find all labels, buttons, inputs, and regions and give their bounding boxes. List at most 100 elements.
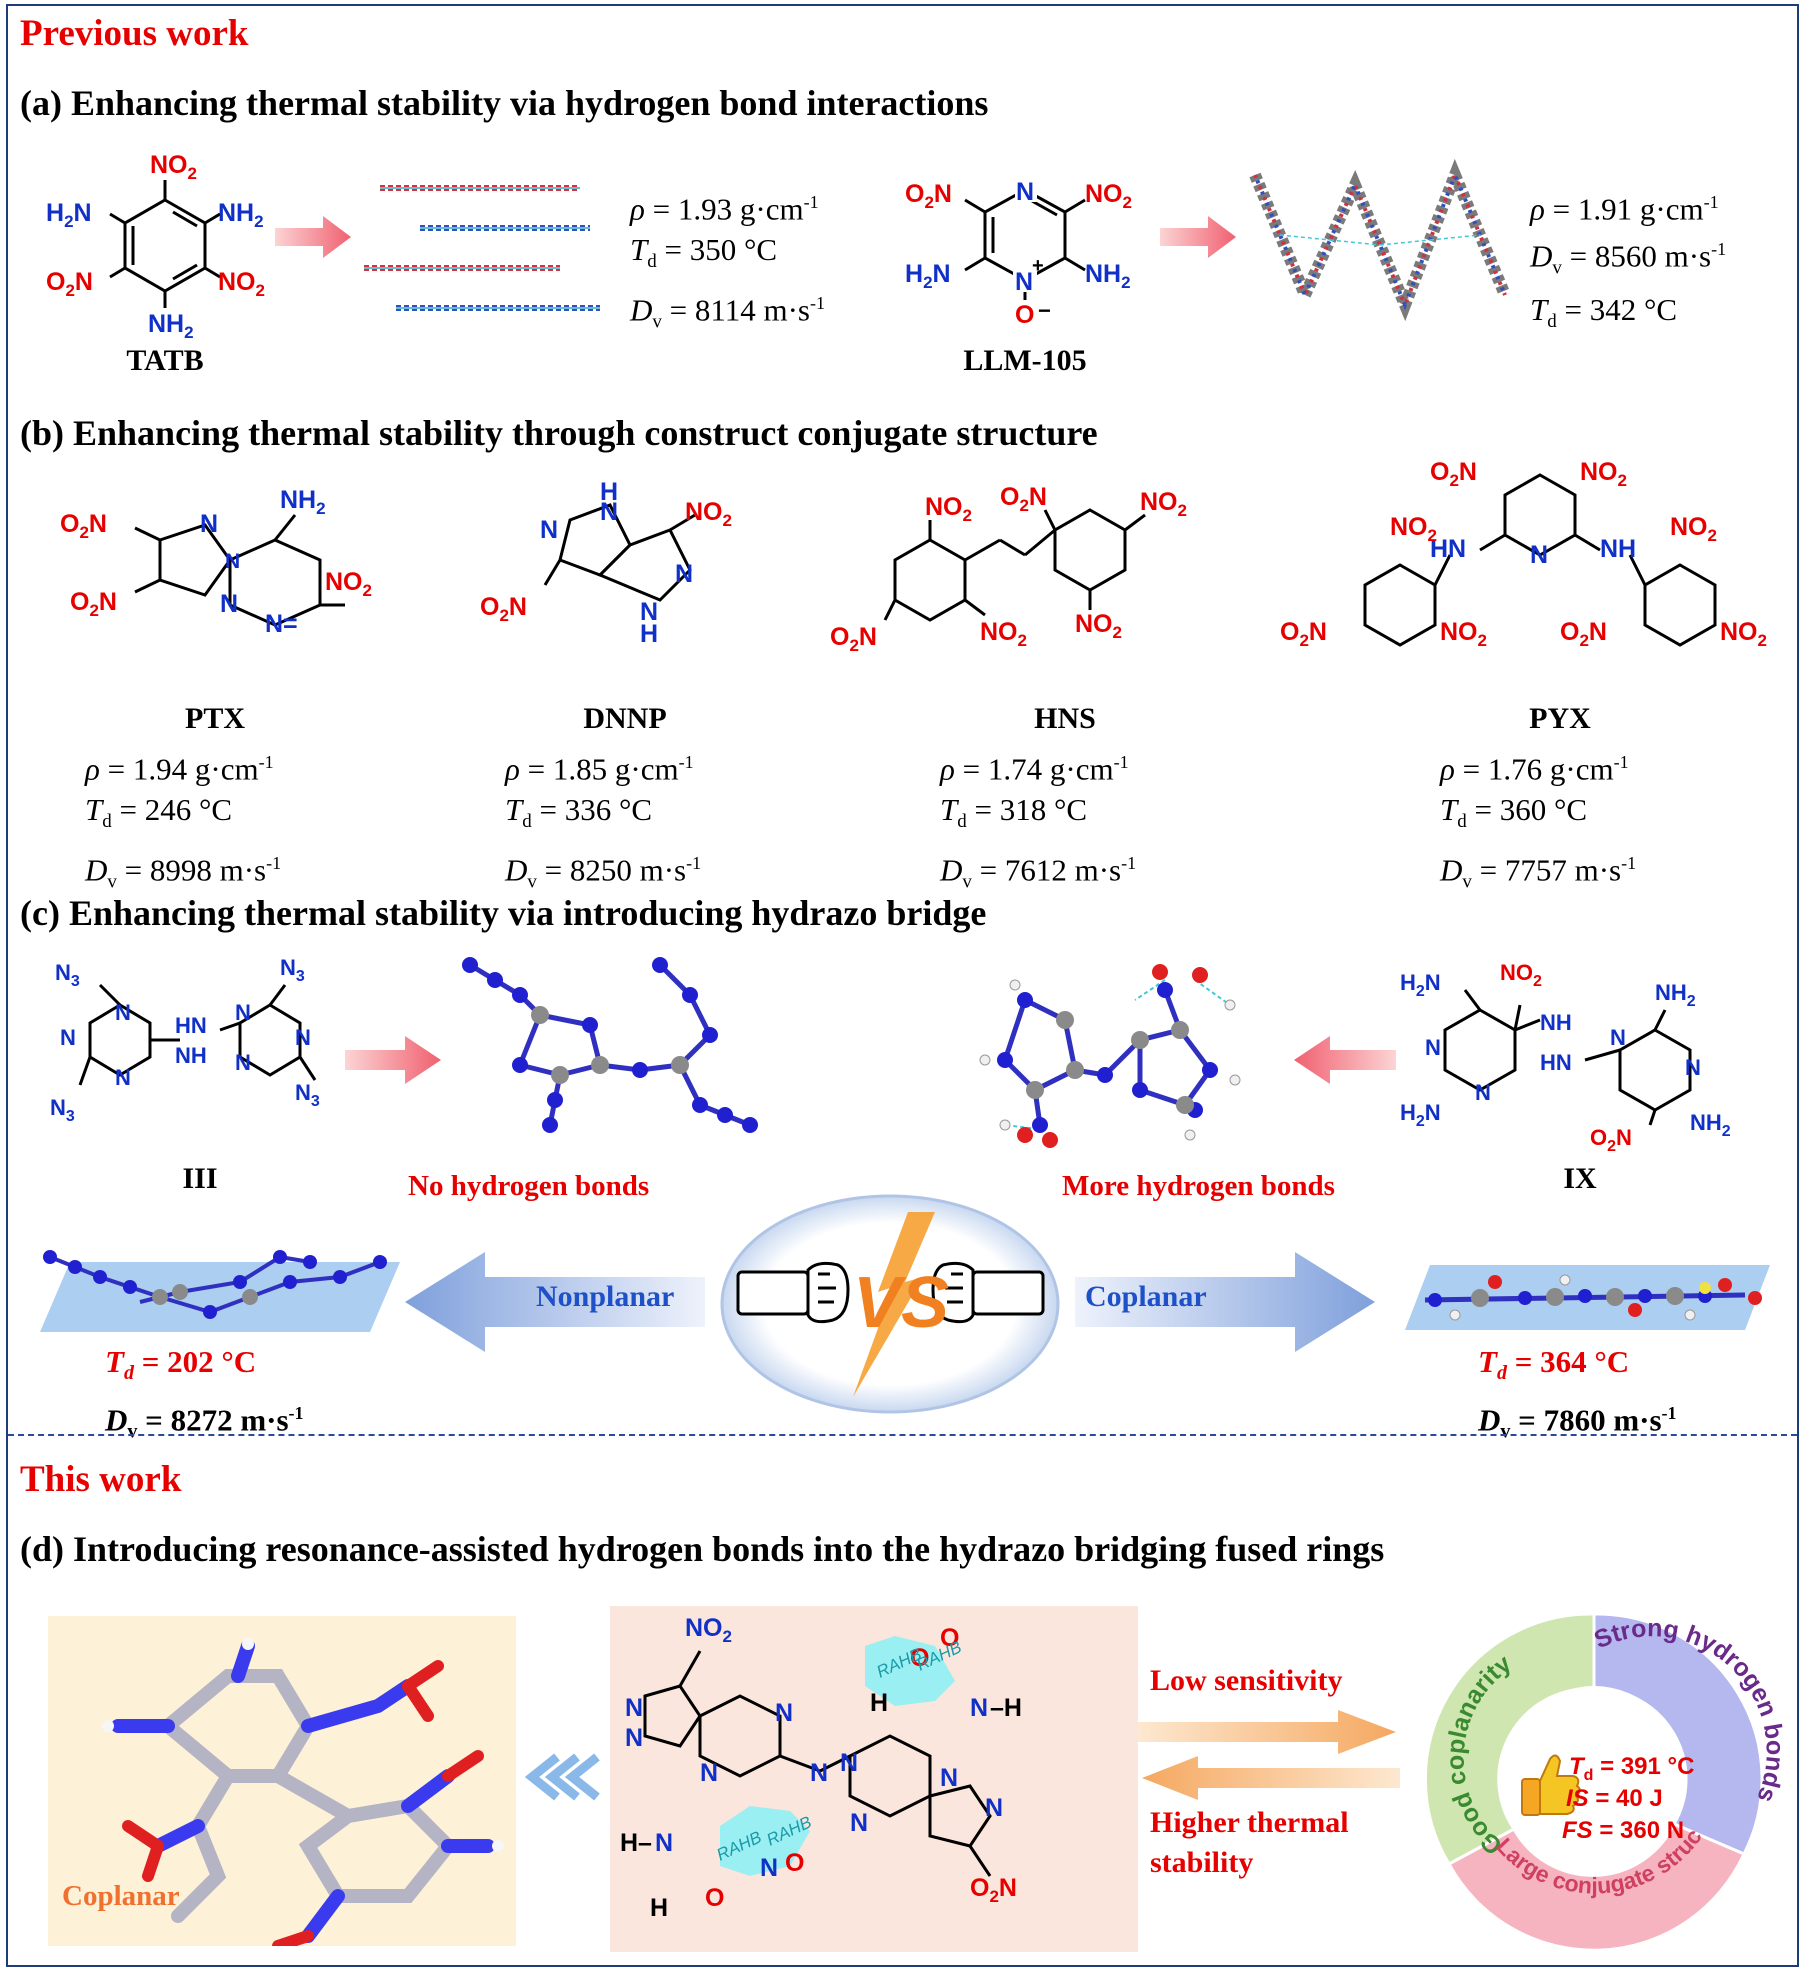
svg-text:HN: HN: [1540, 1050, 1572, 1075]
pyx-structure: N HN NH O2N NO2 NO2 NO2 O2N NO2 O2N NO2: [1280, 458, 1767, 650]
dnnp-properties: ρ = 1.85 g·cm-1 Td = 336 °C Dv = 8250 m·…: [505, 751, 702, 893]
coplanar-3d-model: [102, 1638, 504, 1952]
more-hydrogen-bonds-label: More hydrogen bonds: [1062, 1170, 1335, 1202]
svg-text:NO2: NO2: [1720, 618, 1767, 650]
svg-text:N: N: [1016, 178, 1034, 206]
svg-text:N: N: [700, 1759, 718, 1787]
tatb-dv: Dv = 8114 m·s-1: [630, 291, 825, 333]
property-arrows: [1138, 1710, 1400, 1800]
ix-results: Td = 364 °C Dv = 7860 m·s-1: [1478, 1342, 1677, 1452]
svg-text:N: N: [600, 498, 618, 526]
svg-text:NH: NH: [1600, 535, 1636, 563]
svg-text:N3: N3: [50, 1095, 75, 1125]
higher-thermal-label: Higher thermal: [1150, 1806, 1349, 1839]
svg-text:NO2: NO2: [1580, 458, 1627, 490]
svg-text:N: N: [940, 1764, 958, 1792]
section-d-title: (d) Introducing resonance-assisted hydro…: [20, 1529, 1385, 1569]
ix-ball-stick-model: [979, 964, 1241, 1148]
tatb-structure: NO2 NH2 NO2 NH2 O2N H2N: [46, 151, 265, 342]
stability-label: stability: [1150, 1846, 1254, 1879]
nonplanar-arrow: [405, 1252, 705, 1352]
svg-text:O2N: O2N: [1430, 458, 1477, 490]
svg-text:O2N: O2N: [1000, 483, 1047, 515]
svg-text:N: N: [640, 598, 658, 626]
ptx-name: PTX: [185, 702, 245, 735]
ix-td: Td = 364 °C: [1478, 1344, 1630, 1385]
svg-text:N: N: [625, 1694, 643, 1722]
svg-text:N: N: [1610, 1025, 1626, 1050]
svg-text:O: O: [785, 1849, 804, 1877]
pyx-name: PYX: [1529, 702, 1591, 735]
svg-text:NH2: NH2: [280, 486, 326, 518]
ix-coplanar-model: [1405, 1265, 1770, 1330]
dnnp-structure: H N N N N H NO2 O2N: [480, 478, 732, 648]
arrow-iii: [345, 1036, 441, 1084]
section-c-title: (c) Enhancing thermal stability via intr…: [20, 893, 987, 933]
llm105-density: ρ = 1.91 g·cm-1: [1530, 191, 1719, 227]
svg-text:NO2: NO2: [1500, 960, 1542, 990]
svg-text:H2N: H2N: [1400, 1100, 1441, 1130]
vs-text: VS: [853, 1263, 949, 1343]
svg-text:N3: N3: [295, 1080, 320, 1110]
low-sensitivity-label: Low sensitivity: [1150, 1664, 1343, 1697]
svg-text:N: N: [235, 1050, 251, 1075]
iii-dv: Dv = 8272 m·s-1: [105, 1402, 304, 1443]
ptx-structure: N N N N= O2N O2N NH2 NO2: [60, 486, 372, 638]
svg-text:NO2: NO2: [1140, 488, 1187, 520]
pyx-properties: ρ = 1.76 g·cm-1 Td = 360 °C Dv = 7757 m·…: [1440, 751, 1637, 893]
llm105-name: LLM-105: [963, 344, 1087, 377]
svg-text:O: O: [910, 1644, 929, 1672]
ring-is: IS = 40 J: [1566, 1785, 1663, 1812]
llm105-structure: N N + O − NO2 O2N NH2 H2N: [905, 178, 1132, 329]
ptx-properties: ρ = 1.94 g·cm-1 Td = 246 °C Dv = 8998 m·…: [85, 751, 282, 893]
svg-text:H: H: [650, 1894, 668, 1922]
svg-text:+: +: [1032, 255, 1044, 277]
chevron-left-icon: [524, 1753, 600, 1801]
svg-text:N: N: [970, 1694, 988, 1722]
coplanar-3d-panel: Coplanar: [48, 1616, 516, 1952]
svg-text:O2N: O2N: [60, 510, 107, 542]
iii-name: III: [182, 1162, 218, 1195]
svg-text:NO2: NO2: [685, 1614, 732, 1646]
svg-text:N: N: [1685, 1055, 1701, 1080]
svg-text:O2N: O2N: [480, 593, 527, 625]
svg-text:HN: HN: [175, 1013, 207, 1038]
svg-text:N: N: [225, 550, 240, 573]
svg-text:N: N: [760, 1854, 778, 1882]
svg-text:NH2: NH2: [1085, 260, 1131, 292]
svg-text:NO2: NO2: [150, 151, 197, 183]
thumbs-up-icon: [1521, 1754, 1581, 1816]
ix-dv: Dv = 7860 m·s-1: [1478, 1402, 1677, 1443]
svg-text:N: N: [1475, 1080, 1491, 1105]
svg-text:N: N: [115, 1000, 131, 1025]
svg-text:HN: HN: [1430, 535, 1466, 563]
iii-ball-stick-model: [462, 957, 758, 1133]
svg-text:NH: NH: [175, 1043, 207, 1068]
svg-text:NH2: NH2: [1690, 1110, 1731, 1140]
llm105-td: Td = 342 °C: [1530, 291, 1678, 333]
svg-text:N: N: [675, 560, 693, 588]
svg-text:N: N: [295, 1025, 311, 1050]
right-fist-icon: [931, 1261, 1045, 1324]
svg-text:O2N: O2N: [70, 588, 117, 620]
svg-text:N: N: [625, 1724, 643, 1752]
section-a-title: (a) Enhancing thermal stability via hydr…: [20, 83, 989, 123]
svg-text:H–: H–: [620, 1829, 652, 1857]
svg-text:N: N: [1425, 1035, 1441, 1060]
svg-text:O2N: O2N: [970, 1874, 1017, 1906]
hns-name: HNS: [1034, 702, 1096, 735]
svg-text:N: N: [540, 516, 558, 544]
coplanar-label-c: Coplanar: [1085, 1280, 1207, 1313]
svg-text:O2N: O2N: [1280, 618, 1327, 650]
svg-text:NH2: NH2: [1655, 980, 1696, 1010]
svg-text:H: H: [640, 620, 658, 648]
no-hydrogen-bonds-label: No hydrogen bonds: [408, 1170, 650, 1202]
svg-text:N: N: [775, 1699, 793, 1727]
vs-comparison-badge: VS: [720, 1194, 1060, 1414]
coplanar-arrow: [1075, 1252, 1375, 1352]
iii-results: Td = 202 °C Dv = 8272 m·s-1: [105, 1342, 304, 1452]
svg-text:NO2: NO2: [1085, 180, 1132, 212]
